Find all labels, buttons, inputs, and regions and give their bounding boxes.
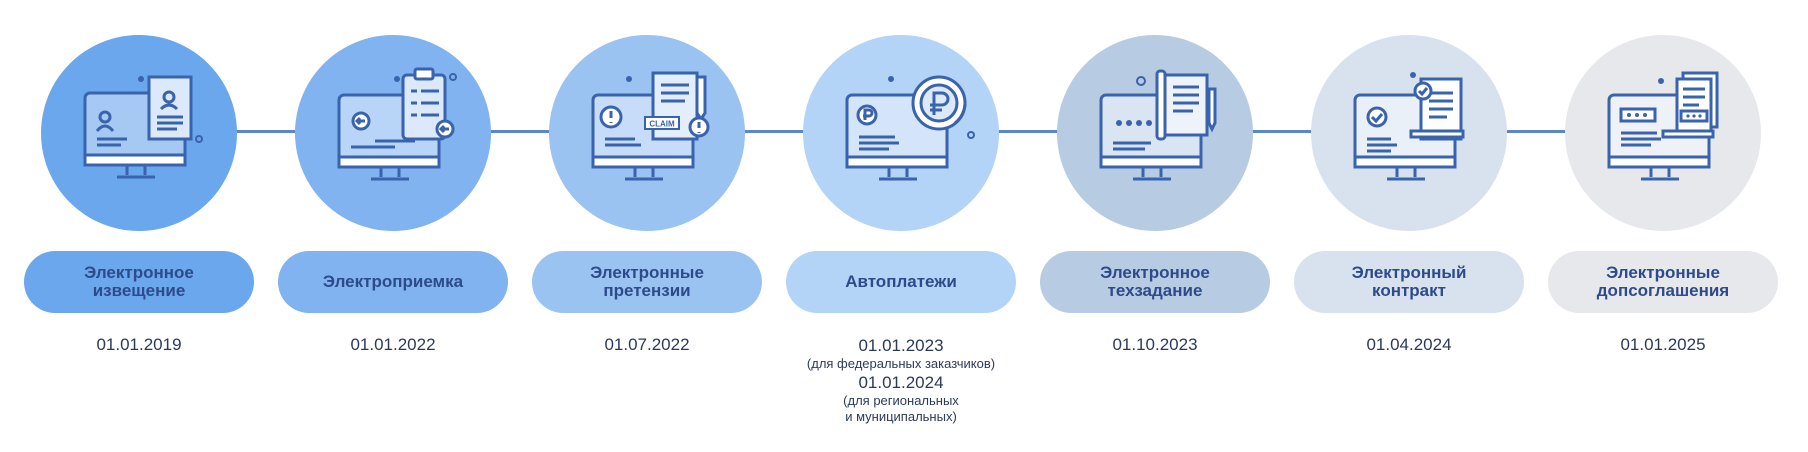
stage-circle [41, 35, 237, 231]
notice-document-icon [83, 75, 203, 179]
stage-date: 01.01.2022 [350, 335, 436, 354]
stage-circle [1311, 35, 1507, 231]
stage-date: 01.01.2025 [1620, 335, 1706, 354]
stage-label-pill: Электронные допсоглашения [1548, 251, 1778, 313]
agreement-icon [1607, 71, 1719, 181]
stage-date: 01.01.2019 [96, 335, 182, 354]
ruble-payment-icon [845, 75, 975, 181]
stage-label: Электронные допсоглашения [1596, 263, 1730, 300]
stage-date-regional: 01.01.2024 [858, 373, 944, 392]
stage-label: Электронный контракт [1351, 263, 1467, 300]
stage-date: 01.04.2024 [1366, 335, 1452, 354]
stage-label-pill: Электронное техзадание [1040, 251, 1270, 313]
stage-label: Электронные претензии [590, 263, 704, 300]
stage-label-pill: Автоплатежи [786, 251, 1016, 313]
stage-circle [295, 35, 491, 231]
svg-text:CLAIM: CLAIM [649, 120, 675, 129]
stage-label-pill: Электронные претензии [532, 251, 762, 313]
stage-date: 01.07.2022 [604, 335, 690, 354]
stage-circle [1057, 35, 1253, 231]
stage-label-pill: Электронное извещение [24, 251, 254, 313]
stage-date-federal: 01.01.2023 [858, 336, 944, 355]
stage-date-note-regional: (для региональных и муниципальных) [843, 393, 959, 424]
stage-circle [1565, 35, 1761, 231]
tech-spec-icon [1099, 69, 1217, 181]
stage-label: Автоплатежи [845, 272, 957, 291]
stage-circle [803, 35, 999, 231]
stage-date-note-federal: (для федеральных заказчиков) [806, 356, 996, 371]
stage-label-pill: Электронный контракт [1294, 251, 1524, 313]
claim-icon: CLAIM [591, 71, 710, 181]
stage-dates: 01.01.2023 (для федеральных заказчиков) … [766, 335, 1036, 425]
acceptance-clipboard-icon [337, 67, 457, 181]
stage-label: Электронное техзадание [1100, 263, 1210, 300]
stage-label: Электроприемка [322, 272, 464, 291]
stage-label: Электронное извещение [84, 263, 194, 300]
contract-check-icon [1353, 72, 1465, 181]
stage-circle: CLAIM [549, 35, 745, 231]
stage-label-pill: Электроприемка [278, 251, 508, 313]
stage-date: 01.10.2023 [1112, 335, 1198, 354]
